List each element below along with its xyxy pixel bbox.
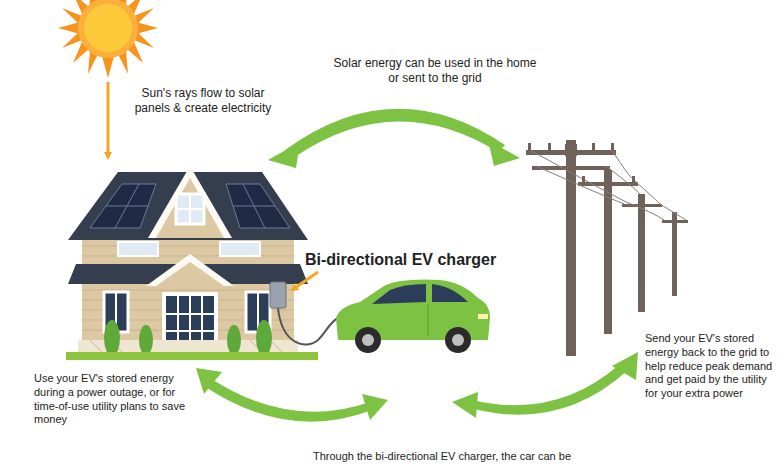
electric-car bbox=[336, 280, 490, 353]
caption-text: Use your EV's stored energy during a pow… bbox=[34, 372, 194, 427]
callout-arrow bbox=[292, 272, 318, 290]
flow-arrow bbox=[452, 352, 638, 418]
sunlight-arrow bbox=[107, 82, 110, 158]
charging-cable bbox=[278, 308, 338, 345]
caption-text: Through the bi-directional EV charger, t… bbox=[292, 450, 592, 464]
power-poles bbox=[526, 140, 688, 356]
caption-text: Sun's rays flow to solar panels & create… bbox=[128, 86, 278, 116]
flow-arrow bbox=[196, 368, 388, 422]
caption-text: Solar energy can be used in the home or … bbox=[330, 56, 540, 86]
sun bbox=[58, 0, 158, 78]
caption-text: Send your EV's stored energy back to the… bbox=[645, 332, 777, 401]
house bbox=[66, 166, 318, 360]
component-label: Bi-directional EV charger bbox=[305, 250, 515, 270]
flow-arrow bbox=[268, 109, 520, 168]
